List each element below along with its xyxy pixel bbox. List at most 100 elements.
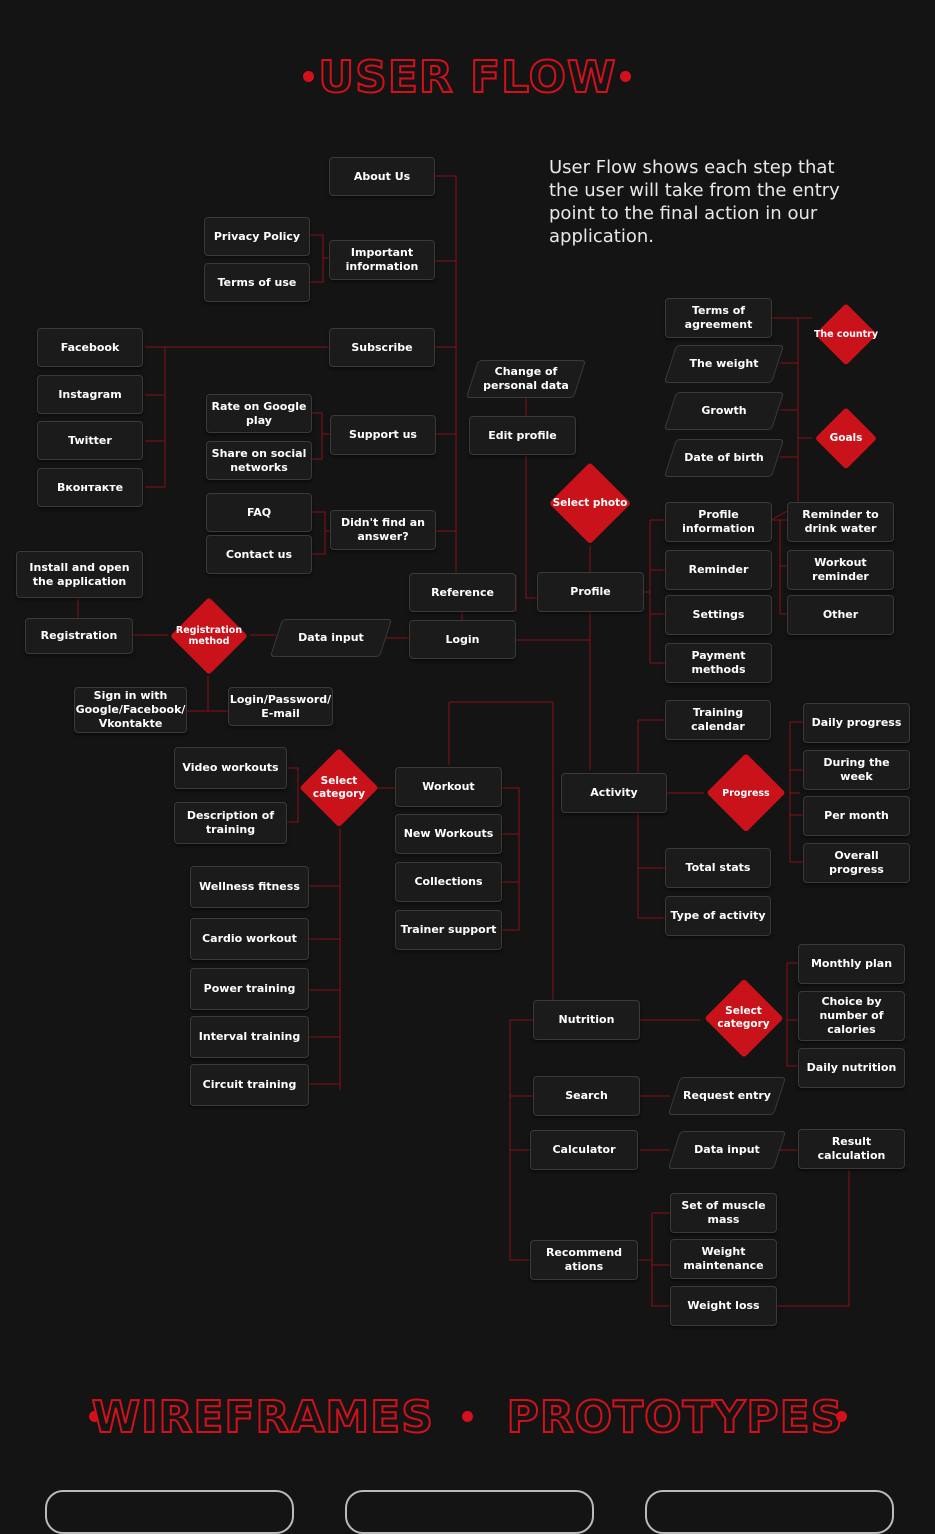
node-during-week[interactable]: During the week <box>803 750 910 790</box>
node-circuit-training[interactable]: Circuit training <box>190 1064 309 1106</box>
decision-progress[interactable]: Progress <box>702 749 790 837</box>
decision-the-country-label: The country <box>813 328 879 340</box>
node-daily-progress[interactable]: Daily progress <box>803 703 910 743</box>
decision-select-category-nutrition-label: Select category <box>717 1004 770 1030</box>
node-vkontakte[interactable]: Вконтакте <box>37 468 143 507</box>
connector-lines <box>77 175 850 1307</box>
node-privacy-policy[interactable]: Privacy Policy <box>204 217 310 256</box>
node-growth-label: Growth <box>701 404 747 417</box>
decision-select-category-nutrition[interactable]: Select category <box>700 974 787 1061</box>
wireframes-heading: WIREFRAMES <box>91 1391 434 1444</box>
node-monthly-plan[interactable]: Monthly plan <box>798 944 905 984</box>
node-weight-loss[interactable]: Weight loss <box>670 1286 777 1326</box>
node-share-social[interactable]: Share on social networks <box>206 441 312 480</box>
node-other[interactable]: Other <box>787 595 894 635</box>
heading-dot-left <box>303 71 314 82</box>
node-trainer-support[interactable]: Trainer support <box>395 910 502 950</box>
node-power-training[interactable]: Power training <box>190 968 309 1010</box>
node-change-personal-data-label: Change of personal data <box>483 365 569 392</box>
node-settings[interactable]: Settings <box>665 595 772 635</box>
node-workout[interactable]: Workout <box>395 767 502 807</box>
decision-registration-method-label: Registration method <box>175 625 243 647</box>
node-training-calendar[interactable]: Training calendar <box>665 700 771 740</box>
wireframes-prototypes-heading: WIREFRAMES PROTOTYPES <box>0 1391 935 1444</box>
decision-select-category-workout-label: Select category <box>312 775 366 800</box>
node-calculator[interactable]: Calculator <box>530 1130 638 1170</box>
decision-select-photo[interactable]: Select photo <box>545 458 635 548</box>
node-overall-progress[interactable]: Overall progress <box>803 843 910 883</box>
node-cardio-workout[interactable]: Cardio workout <box>190 918 309 960</box>
node-support-us[interactable]: Support us <box>330 415 436 455</box>
decision-goals-label: Goals <box>829 431 863 444</box>
prototypes-heading: PROTOTYPES <box>506 1391 844 1444</box>
node-data-input-login-label: Data input <box>298 631 364 644</box>
node-wellness-fitness[interactable]: Wellness fitness <box>190 866 309 908</box>
node-reminder-water[interactable]: Reminder to drink water <box>787 502 894 542</box>
node-per-month[interactable]: Per month <box>803 796 910 836</box>
node-terms-of-use[interactable]: Terms of use <box>204 263 310 302</box>
decision-the-country[interactable]: The country <box>812 300 880 368</box>
node-login[interactable]: Login <box>409 620 516 659</box>
node-weight-maintenance[interactable]: Weight maintenance <box>670 1239 777 1279</box>
node-date-of-birth-label: Date of birth <box>684 451 764 464</box>
node-new-workouts[interactable]: New Workouts <box>395 814 502 854</box>
node-about-us[interactable]: About Us <box>329 157 435 196</box>
node-rate-google-play[interactable]: Rate on Google play <box>206 394 312 433</box>
node-result-calculation[interactable]: Result calculation <box>798 1129 905 1169</box>
node-change-personal-data[interactable]: Change of personal data <box>472 360 580 398</box>
node-request-entry[interactable]: Request entry <box>674 1077 780 1115</box>
node-data-input-calculator[interactable]: Data input <box>674 1131 780 1169</box>
node-instagram[interactable]: Instagram <box>37 375 143 414</box>
node-growth[interactable]: Growth <box>670 392 778 430</box>
node-terms-agreement[interactable]: Terms of agreement <box>665 298 772 338</box>
node-video-workouts[interactable]: Video workouts <box>174 747 287 789</box>
node-data-input-calculator-label: Data input <box>694 1143 760 1156</box>
node-edit-profile[interactable]: Edit profile <box>469 416 576 455</box>
decision-registration-method[interactable]: Registration method <box>166 593 252 679</box>
node-activity[interactable]: Activity <box>561 773 667 813</box>
node-interval-training[interactable]: Interval training <box>190 1016 309 1058</box>
node-twitter[interactable]: Twitter <box>37 421 143 460</box>
node-reminder[interactable]: Reminder <box>665 550 772 590</box>
node-workout-reminder[interactable]: Workout reminder <box>787 550 894 590</box>
phone-frame-1 <box>45 1490 294 1534</box>
node-contact-us[interactable]: Contact us <box>206 535 312 574</box>
phone-frame-3 <box>645 1490 894 1534</box>
node-facebook[interactable]: Facebook <box>37 328 143 367</box>
heading-dot-right <box>620 71 631 82</box>
decision-progress-label: Progress <box>722 787 770 799</box>
node-choice-calories[interactable]: Choice by number of calories <box>798 991 905 1041</box>
node-payment-methods[interactable]: Payment methods <box>665 643 772 683</box>
node-request-entry-label: Request entry <box>683 1089 771 1102</box>
node-subscribe[interactable]: Subscribe <box>329 328 435 367</box>
node-search[interactable]: Search <box>533 1076 640 1116</box>
node-important-information[interactable]: Important information <box>329 240 435 280</box>
node-sign-in-with[interactable]: Sign in with Google/Facebook/ Vkontakte <box>74 687 187 733</box>
node-profile[interactable]: Profile <box>537 572 644 612</box>
node-profile-information[interactable]: Profile information <box>665 502 772 542</box>
node-total-stats[interactable]: Total stats <box>665 848 771 888</box>
heading-dot-1 <box>89 1411 100 1422</box>
node-faq[interactable]: FAQ <box>206 493 312 532</box>
node-the-weight[interactable]: The weight <box>670 345 778 383</box>
node-reference[interactable]: Reference <box>409 573 516 612</box>
node-collections[interactable]: Collections <box>395 862 502 902</box>
node-registration[interactable]: Registration <box>25 618 133 654</box>
user-flow-description: User Flow shows each step that the user … <box>549 157 840 247</box>
node-nutrition[interactable]: Nutrition <box>533 1000 640 1040</box>
decision-goals[interactable]: Goals <box>812 404 880 472</box>
decision-select-category-workout[interactable]: Select category <box>295 744 383 832</box>
node-recommendations[interactable]: Recommend ations <box>530 1240 638 1280</box>
node-install-open[interactable]: Install and open the application <box>16 551 143 598</box>
node-set-muscle-mass[interactable]: Set of muscle mass <box>670 1193 777 1233</box>
node-daily-nutrition[interactable]: Daily nutrition <box>798 1048 905 1088</box>
heading-dot-3 <box>836 1411 847 1422</box>
node-login-password[interactable]: Login/Password/ E-mail <box>228 687 333 726</box>
node-date-of-birth[interactable]: Date of birth <box>670 439 778 477</box>
user-flow-heading: USER FLOW <box>317 51 617 104</box>
node-description-training[interactable]: Description of training <box>174 802 287 844</box>
node-type-activity[interactable]: Type of activity <box>665 896 771 936</box>
node-data-input-login[interactable]: Data input <box>276 619 386 657</box>
phone-frame-2 <box>345 1490 594 1534</box>
node-didnt-find[interactable]: Didn't find an answer? <box>330 510 436 550</box>
